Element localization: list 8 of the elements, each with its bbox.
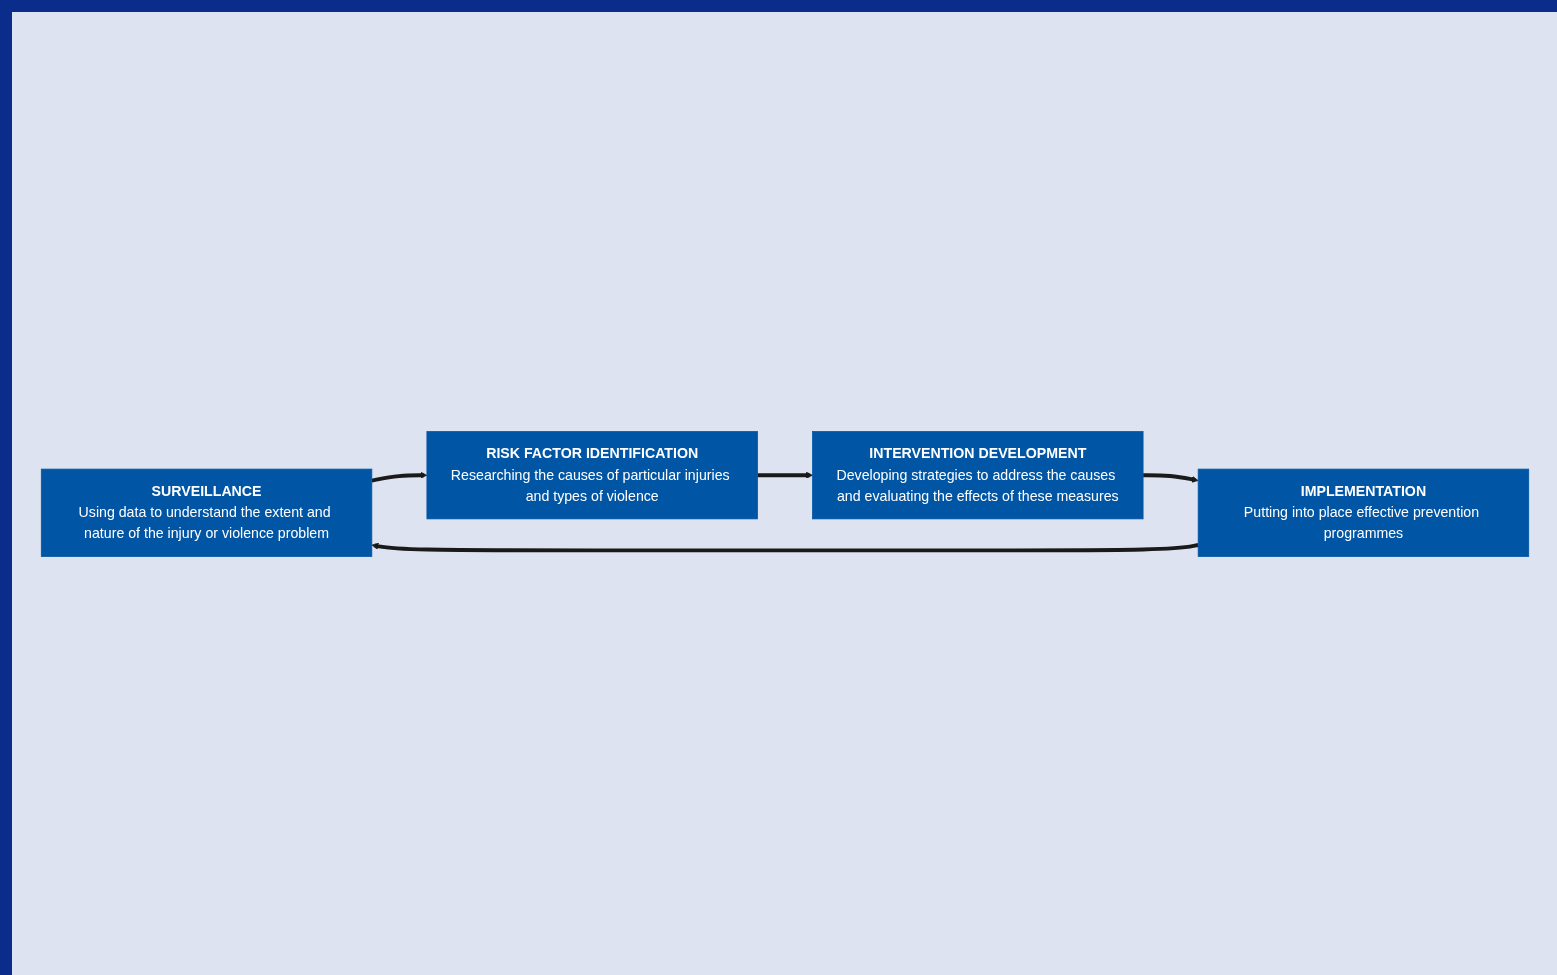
arrow [756,471,813,479]
node-box: IMPLEMENTATION Putting into place effective prevention programmes [1197,468,1529,557]
node-box: INTERVENTION DEVELOPMENT Developing strategies to address the causes and evaluating the effects of these measures [811,430,1143,519]
arrow [371,542,1199,552]
arrow [370,471,427,482]
node-box: SURVEILLANCE Using data to understand the extent and nature of the injury or violence problem [40,468,372,557]
node-box: RISK FACTOR IDENTIFICATION Researching the causes of particular injuries and types of violence [426,430,758,519]
arrow [1142,472,1198,483]
